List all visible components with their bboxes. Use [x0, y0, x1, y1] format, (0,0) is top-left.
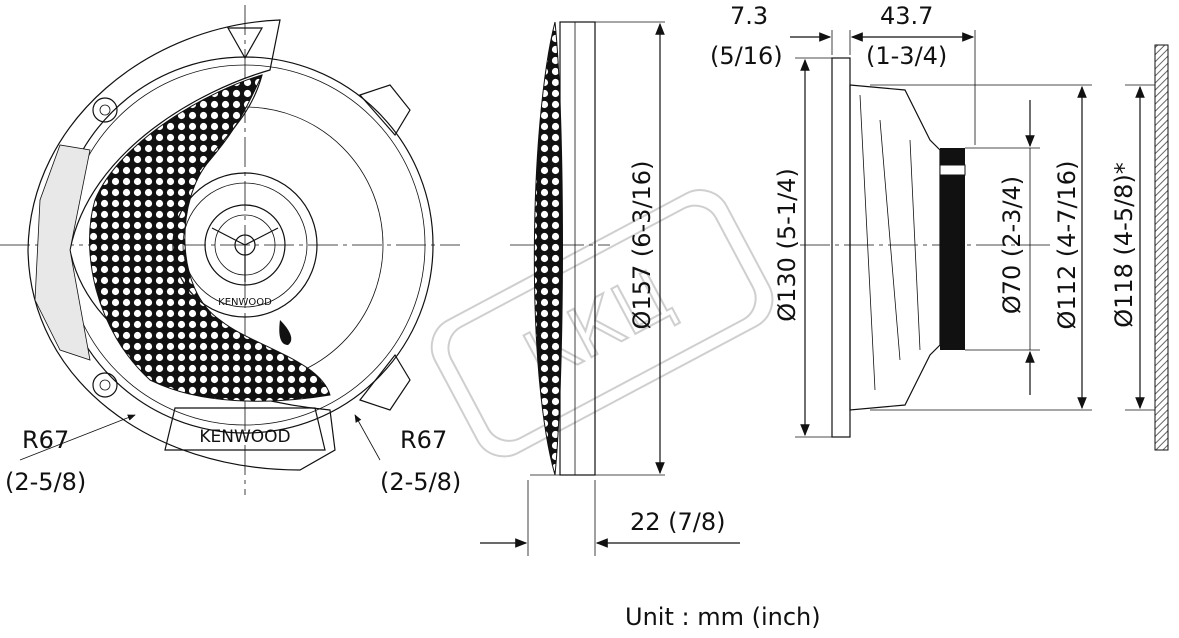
flange-thickness-inch: (5/16)	[710, 42, 783, 70]
mount-depth-value: 43.7	[880, 2, 933, 30]
flange-thickness-value: 7.3	[730, 2, 768, 30]
diameter-130-label: Ø130 (5-1/4)	[773, 168, 801, 322]
speaker-grille	[89, 74, 331, 402]
profile-view: 7.3 (5/16) 43.7 (1-3/4) Ø130 (5-1/4) Ø70…	[710, 2, 1169, 451]
diameter-70-label: Ø70 (2-3/4)	[998, 176, 1026, 314]
radius-right-inch: (2-5/8)	[380, 468, 461, 496]
unit-note: Unit : mm (inch)	[625, 603, 821, 631]
diameter-112-label: Ø112 (4-7/16)	[1053, 161, 1081, 330]
depth-label: 22 (7/8)	[630, 508, 726, 536]
front-view: KENWOOD KENWOOD R67 (2-5/8) R67 (2-5/8)	[0, 5, 461, 496]
screw-icon	[92, 372, 118, 398]
radius-left-value: R67	[22, 426, 69, 454]
diameter-118-label: Ø118 (4-5/8)*	[1110, 162, 1138, 328]
side-view: Ø157 (6-3/16) 22 (7/8) Unit : mm (inch)	[480, 21, 821, 631]
radius-right-value: R67	[400, 426, 447, 454]
diameter-157-label: Ø157 (6-3/16)	[628, 161, 656, 330]
brand-label: KENWOOD	[199, 427, 290, 447]
mount-depth-inch: (1-3/4)	[866, 42, 947, 70]
watermark-stamp: ККЦ	[430, 189, 774, 458]
screw-icon	[92, 97, 118, 123]
radius-left-inch: (2-5/8)	[5, 468, 86, 496]
cap-brand-label: KENWOOD	[218, 297, 272, 308]
